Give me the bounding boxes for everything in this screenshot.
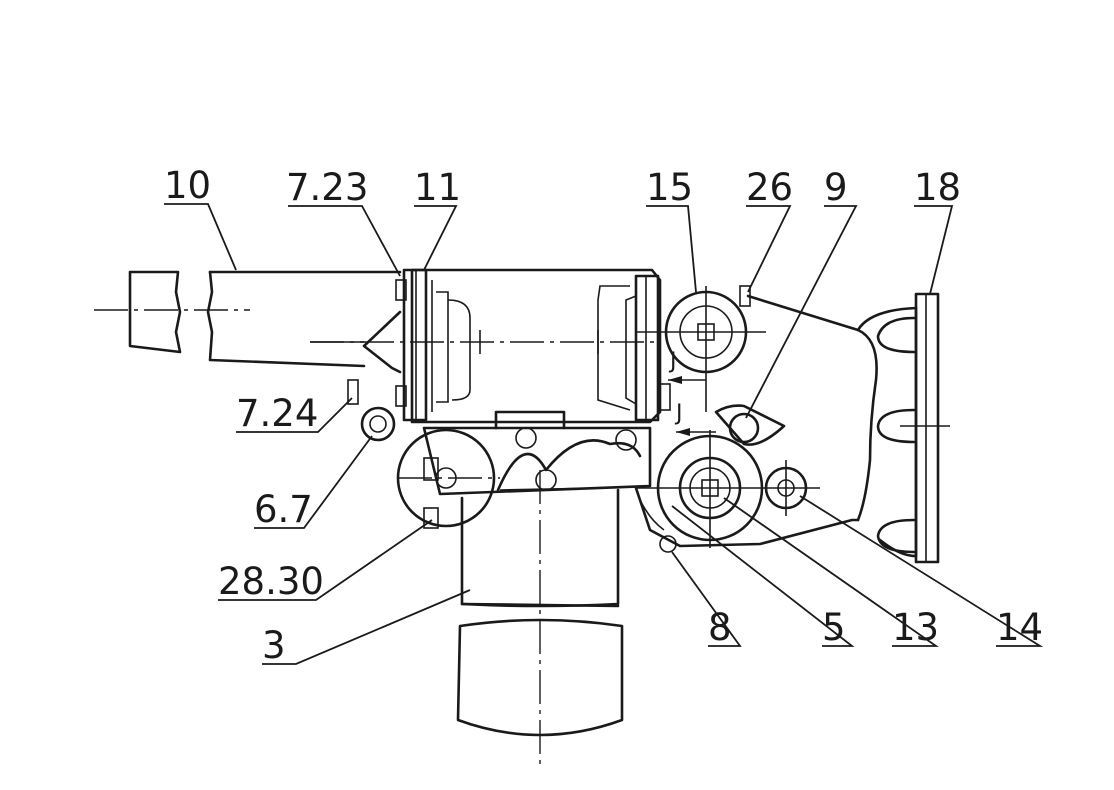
part-3-motor (456, 470, 624, 770)
section-mark-lower: J (674, 401, 683, 426)
section-markers: J J (668, 349, 716, 436)
callout-11: 11 (414, 166, 461, 209)
callout-5: 5 (822, 606, 846, 649)
pin-6-7 (347, 379, 396, 442)
right-gears (634, 286, 860, 553)
section-mark-upper: J (668, 349, 677, 374)
callout-7-23: 7.23 (286, 166, 368, 209)
callout-8: 8 (708, 606, 732, 649)
callout-labels: 10 7.23 11 15 26 9 18 7.24 6.7 28.30 3 8… (164, 164, 1043, 667)
callout-13: 13 (892, 606, 939, 649)
callout-6-7: 6.7 (254, 488, 313, 531)
callout-18: 18 (914, 166, 961, 209)
lower-gear-housing (396, 410, 652, 529)
callout-7-24: 7.24 (236, 392, 318, 435)
callout-10: 10 (164, 164, 211, 207)
callout-3: 3 (262, 624, 286, 667)
gearbox-body (310, 268, 751, 424)
callout-15: 15 (646, 166, 693, 209)
part-18-bracket (746, 292, 950, 564)
part-10-arm (206, 270, 402, 374)
callout-26: 26 (746, 166, 793, 209)
left-shaft (94, 270, 250, 354)
callout-14: 14 (996, 606, 1043, 649)
callout-28-30: 28.30 (218, 560, 324, 603)
leader-lines (164, 203, 1044, 665)
callout-9: 9 (824, 166, 848, 209)
